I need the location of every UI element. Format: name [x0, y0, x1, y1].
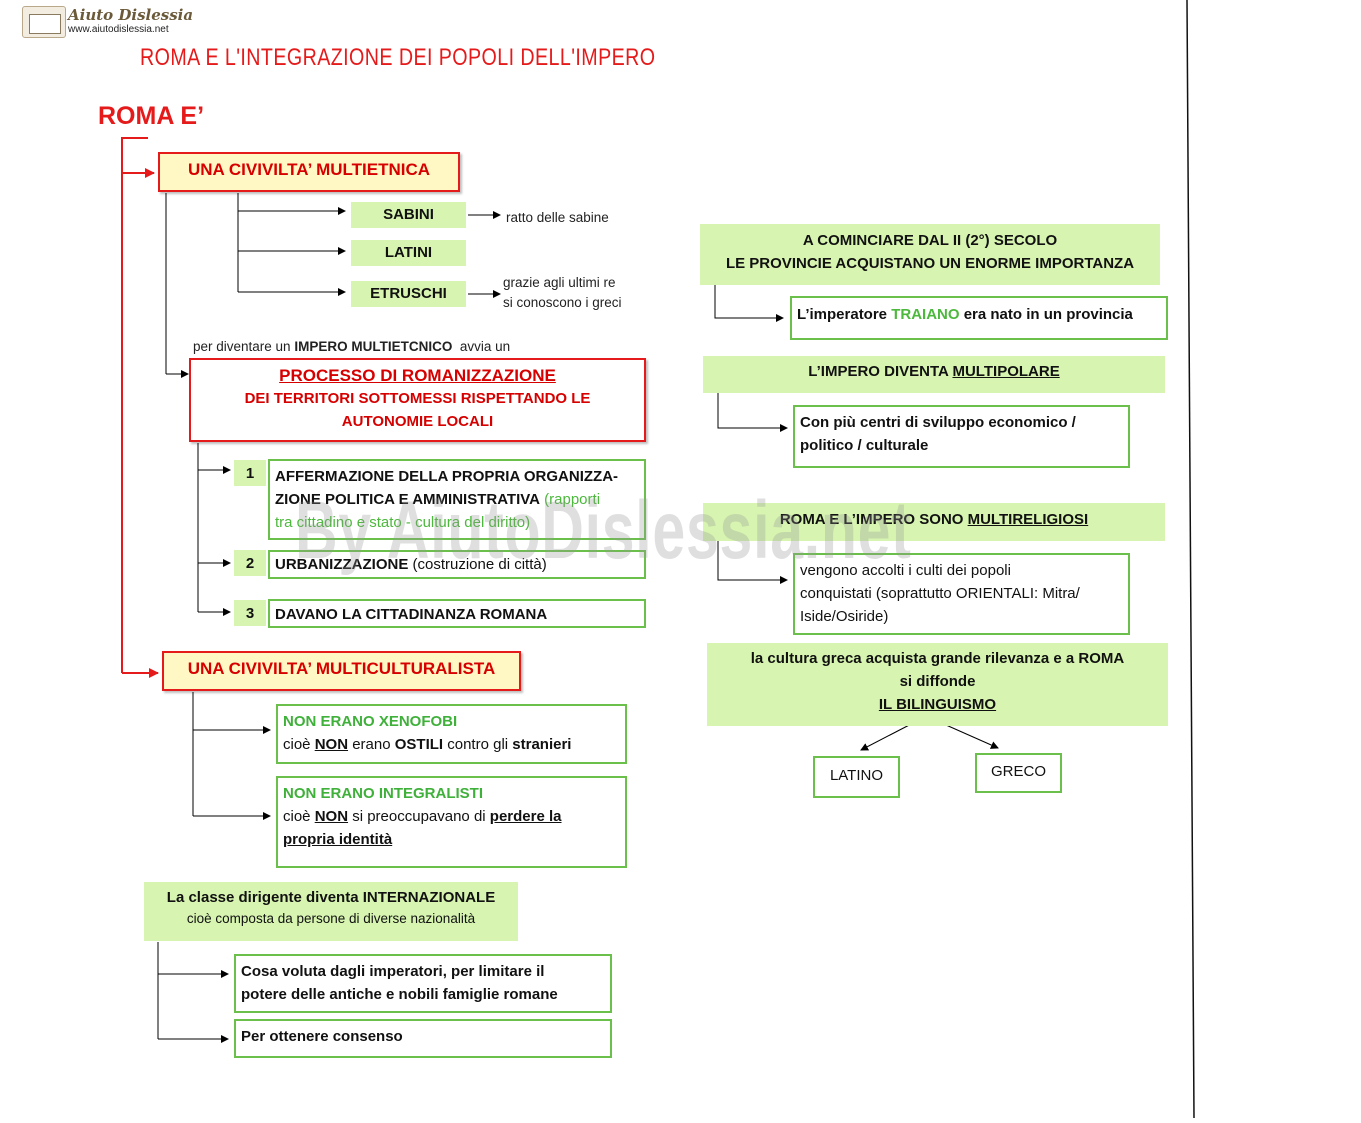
step-1-box: AFFERMAZIONE DELLA PROPRIA ORGANIZZA- ZI… [268, 459, 646, 540]
step-2-box: URBANIZZAZIONE (costruzione di città) [268, 550, 646, 579]
centri-line1: Con più centri di sviluppo economico / [800, 414, 1076, 431]
integralisti-t1: cioè [283, 808, 315, 825]
note-etruschi: grazie agli ultimi re si conoscono i gre… [503, 273, 622, 313]
logo-name: Aiuto Dislessia [68, 6, 194, 24]
box-culti: vengono accolti i culti dei popoli conqu… [793, 553, 1130, 635]
xenofobi-t4: OSTILI [394, 736, 444, 753]
box-integralisti: NON ERANO INTEGRALISTI cioè NON si preoc… [276, 776, 627, 868]
processo-title: PROCESSO DI ROMANIZZAZIONE [279, 366, 556, 385]
node-classe: La classe dirigente diventa INTERNAZIONA… [144, 882, 518, 941]
step-2-bold: URBANIZZAZIONE [275, 556, 409, 573]
box-consenso: Per ottenere consenso [234, 1019, 612, 1058]
multireligiosi-pre: ROMA E L’IMPERO SONO [779, 511, 968, 528]
intro-post: avvia un [452, 339, 511, 354]
integralisti-t2: NON [314, 808, 349, 825]
centri-line2: politico / culturale [800, 437, 929, 454]
xenofobi-t5: contro gli [443, 736, 513, 753]
step-3-bold: DAVANO LA CITTADINANZA ROMANA [275, 606, 548, 623]
note-sabini: ratto delle sabine [506, 210, 609, 225]
node-greco: GRECO [975, 753, 1062, 793]
node-secolo: A COMINCIARE DAL II (2°) SECOLO LE PROVI… [700, 224, 1160, 285]
integralisti-t5: propria identità [283, 831, 393, 848]
intro-text: per diventare un IMPERO MULTIETCNICO avv… [193, 337, 510, 357]
classe-line2: cioè composta da persone di diverse nazi… [186, 911, 476, 926]
intro-bold: IMPERO MULTIETCNICO [294, 339, 453, 354]
page-border-line [1186, 0, 1195, 1119]
greca-line2: si diffonde [899, 673, 976, 690]
step-1-bold1: AFFERMAZIONE DELLA PROPRIA ORGANIZZA- [275, 468, 619, 485]
culti-line3: Iside/Osiride) [800, 608, 889, 625]
multipolare-pre: L’IMPERO DIVENTA [808, 363, 953, 380]
logo-url: www.aiutodislessia.net [68, 24, 169, 35]
box-traiano: L’imperatore TRAIANO era nato in un prov… [790, 296, 1168, 340]
root-bracket-line [121, 137, 148, 673]
root-node: ROMA E’ [98, 102, 205, 130]
box-centri: Con più centri di sviluppo economico / p… [793, 405, 1130, 468]
imperatori-line2: potere delle antiche e nobili famiglie r… [241, 986, 558, 1003]
node-latini: LATINI [351, 240, 466, 266]
intro-pre: per diventare un [193, 339, 295, 354]
node-processo: PROCESSO DI ROMANIZZAZIONE DEI TERRITORI… [189, 358, 646, 442]
node-multiculturalista: UNA CIVIVILTA’ MULTICULTURALISTA [162, 651, 521, 691]
traiano-name: TRAIANO [891, 306, 960, 323]
step-2-number: 2 [234, 550, 266, 576]
classe-line1: La classe dirigente diventa INTERNAZIONA… [166, 889, 496, 906]
arrow-culti [717, 541, 788, 584]
traiano-post: era nato in un provincia [959, 306, 1133, 323]
step-1-bold2: ZIONE POLITICA E AMMINISTRATIVA [275, 491, 540, 508]
arrow-centri [717, 393, 788, 432]
step-3-box: DAVANO LA CITTADINANZA ROMANA [268, 599, 646, 628]
page-title: ROMA E L'INTEGRAZIONE DEI POPOLI DELL'IM… [140, 44, 656, 71]
greca-line1: la cultura greca acquista grande rilevan… [750, 650, 1125, 667]
xenofobi-t2: NON [314, 736, 349, 753]
step-2-rest: (costruzione di città) [408, 556, 547, 573]
integralisti-t4: perdere la [489, 808, 562, 825]
processo-line3: AUTONOMIE LOCALI [341, 413, 494, 430]
secolo-line2: LE PROVINCIE ACQUISTANO UN ENORME IMPORT… [725, 255, 1135, 272]
greca-line3: IL BILINGUISMO [878, 696, 997, 713]
xenofobi-t3: erano [348, 736, 395, 753]
multipolare-u: MULTIPOLARE [952, 363, 1060, 380]
logo-book-icon [22, 6, 66, 38]
node-multipolare: L’IMPERO DIVENTA MULTIPOLARE [703, 356, 1165, 393]
xenofobi-t1: cioè [283, 736, 315, 753]
arrow-traiano [714, 285, 784, 322]
integralisti-t3: si preoccupavano di [348, 808, 490, 825]
note-etruschi-line2: si conoscono i greci [503, 295, 622, 310]
note-etruschi-line1: grazie agli ultimi re [503, 275, 616, 290]
box-xenofobi: NON ERANO XENOFOBI cioè NON erano OSTILI… [276, 704, 627, 764]
xenofobi-head: NON ERANO XENOFOBI [283, 713, 458, 730]
node-latino: LATINO [813, 756, 900, 798]
culti-line2: conquistati (soprattutto ORIENTALI: Mitr… [800, 585, 1080, 602]
secolo-line1: A COMINCIARE DAL II (2°) SECOLO [802, 232, 1058, 249]
culti-line1: vengono accolti i culti dei popoli [800, 562, 1011, 579]
traiano-pre: L’imperatore [797, 306, 892, 323]
step-1-number: 1 [234, 460, 266, 486]
node-etruschi: ETRUSCHI [351, 281, 466, 307]
processo-line2: DEI TERRITORI SOTTOMESSI RISPETTANDO LE [244, 390, 591, 407]
integralisti-head: NON ERANO INTEGRALISTI [283, 785, 484, 802]
multireligiosi-u: MULTIRELIGIOSI [967, 511, 1089, 528]
imperatori-line1: Cosa voluta dagli imperatori, per limita… [241, 963, 545, 980]
step-1-green2: tra cittadino e stato - cultura del diri… [275, 514, 531, 531]
node-cultura-greca: la cultura greca acquista grande rilevan… [707, 643, 1168, 726]
node-sabini: SABINI [351, 202, 466, 228]
step-1-green1: (rapporti [540, 491, 601, 508]
watermark: By AiutoDislessia.net [295, 485, 912, 576]
node-multietnica: UNA CIVIVILTA’ MULTIETNICA [158, 152, 460, 192]
box-imperatori: Cosa voluta dagli imperatori, per limita… [234, 954, 612, 1013]
step-3-number: 3 [234, 600, 266, 626]
node-multireligiosi: ROMA E L’IMPERO SONO MULTIRELIGIOSI [703, 503, 1165, 541]
consenso-line1: Per ottenere consenso [241, 1028, 403, 1045]
xenofobi-t6: stranieri [512, 736, 572, 753]
